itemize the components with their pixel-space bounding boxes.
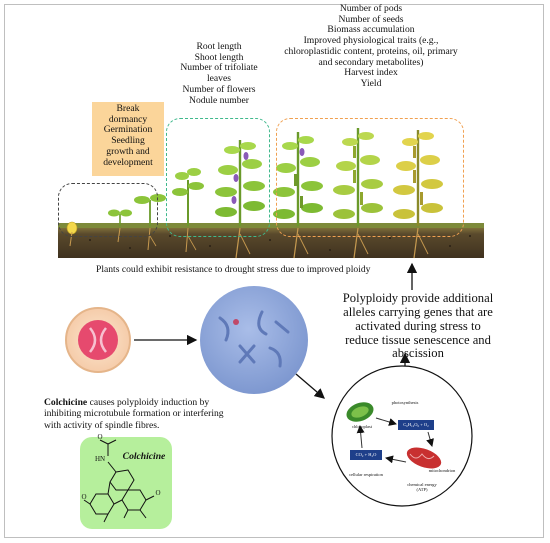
young-plant-icon — [172, 168, 204, 253]
colchicine-caption-line1: causes polyploidy induction by — [87, 397, 210, 408]
cycle-label-chloroplast: chloroplast — [352, 424, 372, 429]
soil-layer — [58, 226, 484, 258]
structure-atom-hn: HN — [94, 455, 106, 463]
maturity-line: and secondary metabolites) — [318, 56, 424, 68]
colchicine-molecule-icon — [83, 439, 155, 523]
maturity-line: Improved physiological traits (e.g., — [303, 35, 439, 47]
germination-line: Germination — [103, 124, 153, 136]
co2-badge — [350, 450, 382, 460]
mature-plant-3-icon — [393, 130, 443, 259]
vegetative-line: Number of trifoliate — [180, 62, 258, 74]
maturity-line: Biomass accumulation — [327, 24, 415, 36]
cycle-label-mitochondrion: mitochondrion — [428, 468, 456, 473]
arrow-to-cycle — [295, 373, 325, 399]
polyploid-cell-icon — [200, 286, 308, 394]
germination-line: Seedling — [111, 135, 145, 147]
polyploidy-line: activated during stress to — [355, 318, 481, 333]
energy-cycle-circle — [331, 365, 473, 507]
maturity-stage-box — [276, 118, 464, 237]
polyploidy-line: reduce tissue senescence and — [345, 332, 491, 347]
colchicine-caption: Colchicine causes polyploidy induction b… — [44, 397, 294, 431]
seedling-medium-icon — [134, 194, 166, 251]
cycle-label-photosynthesis: photosynthesis — [391, 400, 419, 405]
flowering-plant-icon — [215, 140, 265, 259]
structure-atom-o-right: O — [155, 489, 161, 497]
drought-resistance-text: Plants could exhibit resistance to droug… — [96, 264, 371, 275]
germination-line: dormancy — [108, 113, 148, 125]
colchicine-caption-line3: with activity of spindle fibres. — [44, 419, 160, 431]
mitochondrion-icon — [406, 447, 442, 469]
maturity-line: chloroplastidic content, proteins, oil, … — [284, 45, 458, 57]
vegetative-stage-box — [166, 118, 270, 237]
seedling-small-icon — [108, 209, 132, 243]
vegetative-line: Root length — [196, 41, 242, 52]
cycle-arrow — [356, 425, 365, 449]
germination-label-box — [92, 102, 164, 176]
germination-stage-box — [58, 183, 158, 237]
germination-traits-text: Break dormancy Germination Seedling grow… — [92, 103, 164, 168]
structure-atom-o-top: O — [97, 433, 103, 441]
cycle-label-respiration: cellular respiration — [349, 472, 383, 477]
polyploidy-line: alleles carrying genes that are — [343, 304, 493, 319]
cycle-arrow — [426, 431, 434, 447]
polyploidy-text: Polyploidy provide additional alleles ca… — [306, 291, 530, 361]
cycle-label-energy: chemical energy (ATP) — [407, 482, 437, 493]
maturity-traits-text: Number of pods Number of seeds Biomass a… — [262, 3, 480, 90]
chloroplast-icon — [346, 402, 374, 422]
cycle-arrow — [375, 417, 397, 426]
diploid-cell-icon — [65, 307, 131, 373]
soil-speckles — [89, 235, 471, 251]
germination-line: growth and — [106, 145, 150, 157]
structure-atom-o-left: O — [81, 493, 87, 501]
maturity-line: Number of seeds — [338, 13, 404, 25]
mature-plant-1-icon — [273, 132, 323, 259]
colchicine-structure-title: Colchicine — [122, 451, 166, 462]
glucose-badge — [398, 420, 434, 430]
maturity-line: Number of pods — [339, 3, 403, 14]
vegetative-line: Shoot length — [194, 51, 244, 63]
mature-plant-2-icon — [333, 128, 383, 259]
grass-strip — [58, 223, 484, 228]
colchicine-caption-line2: inhibiting microtubule formation or inte… — [44, 408, 224, 420]
maturity-line: Yield — [360, 78, 382, 90]
maturity-line: Harvest index — [344, 67, 398, 79]
outer-frame — [4, 4, 544, 538]
vegetative-line: Number of flowers — [182, 83, 256, 95]
polyploidy-line: Polyploidy provide additional — [342, 291, 494, 305]
colchicine-caption-bold: Colchicine — [44, 397, 88, 408]
vegetative-traits-text: Root length Shoot length Number of trifo… — [160, 41, 278, 106]
germination-line: development — [103, 156, 153, 168]
germination-line: Break — [116, 103, 140, 114]
cycle-label-glucose: C₆H₁₂O₆ + O₂ — [403, 422, 429, 427]
cycle-label-co2: CO₂ + H₂O — [355, 452, 377, 457]
cycle-arrow — [385, 455, 407, 464]
vegetative-line: Nodule number — [189, 94, 249, 106]
vegetative-line: leaves — [207, 73, 231, 85]
